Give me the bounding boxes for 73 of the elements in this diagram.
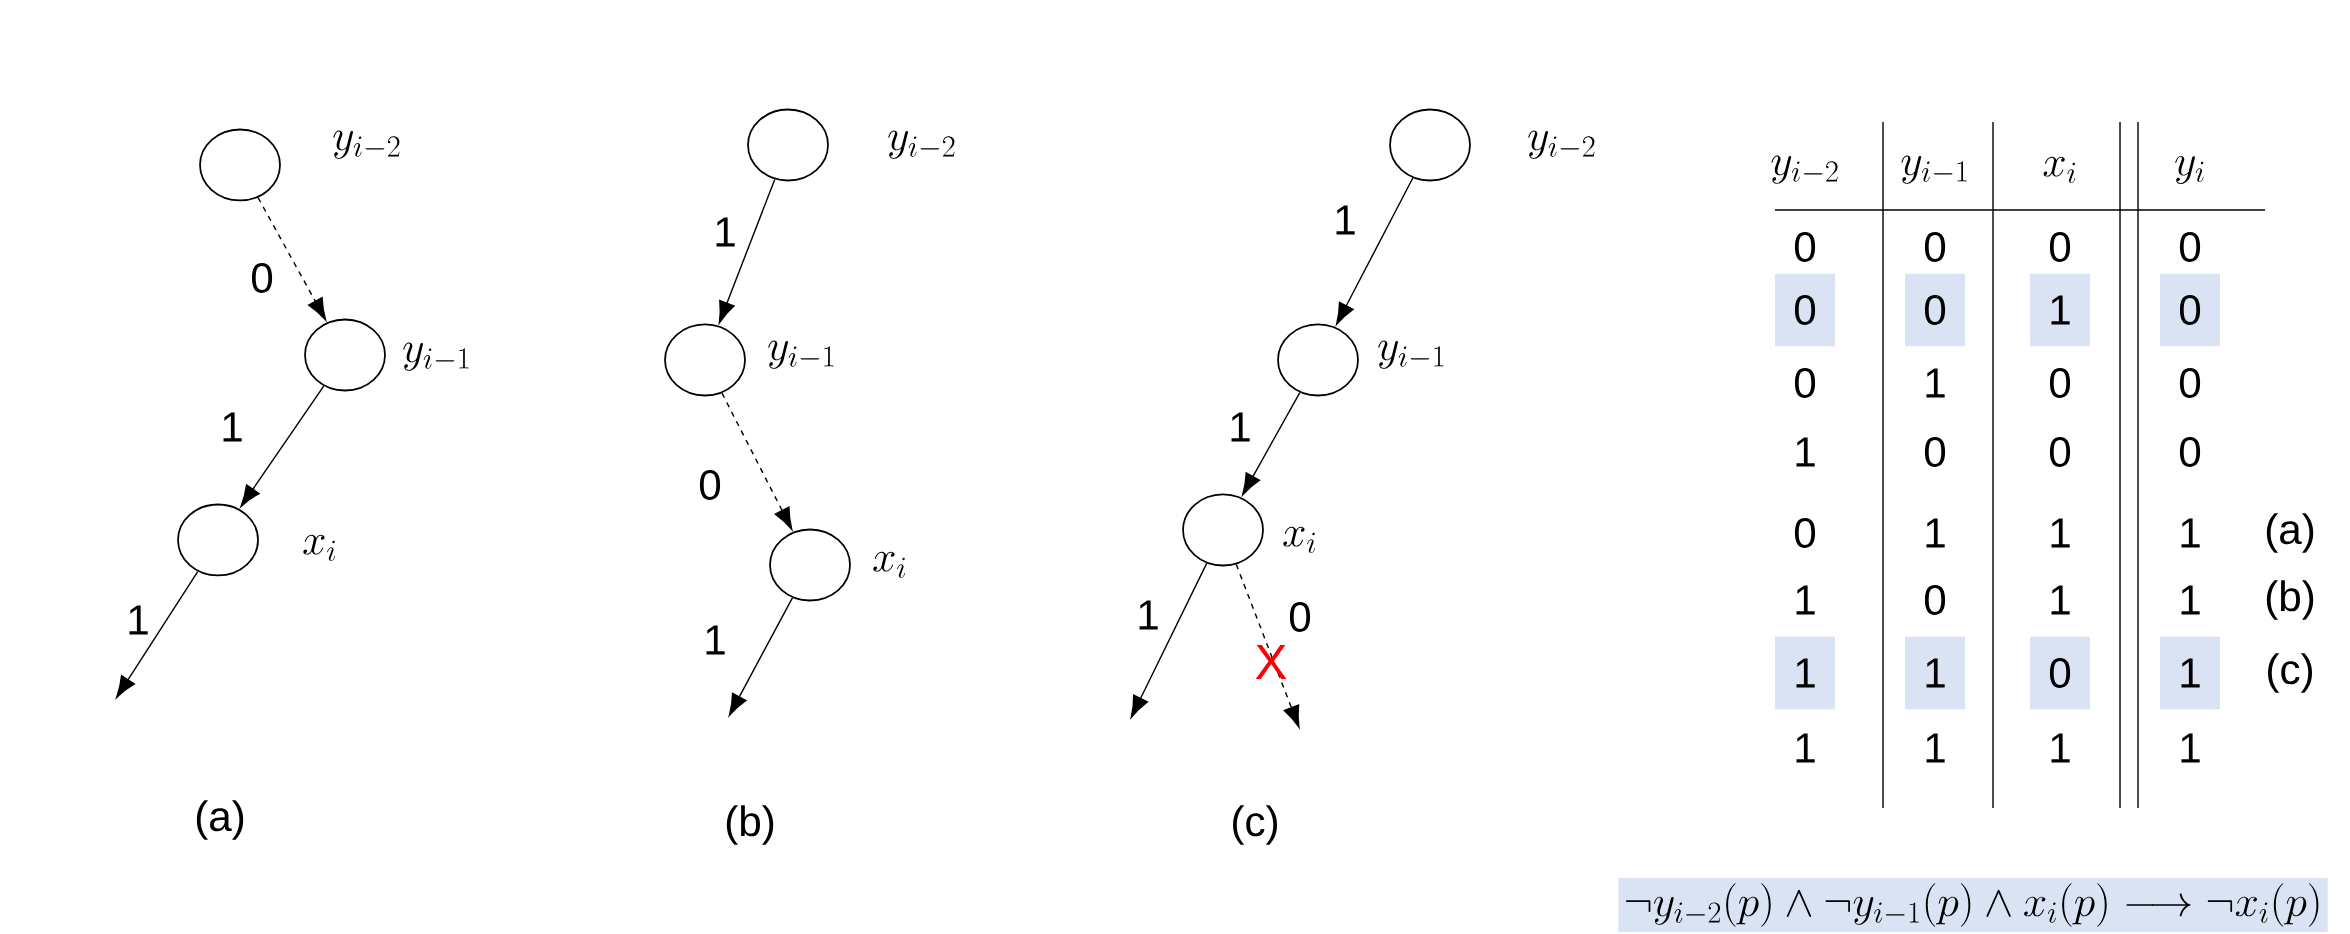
table-cell: 0 (1794, 518, 1816, 548)
table-cell: 0 (2179, 232, 2201, 262)
panel-label: (a) (196, 800, 244, 840)
edge-label: 0 (251, 263, 273, 293)
arrow (718, 178, 776, 324)
panel-label: 0 (1289, 602, 1311, 632)
panel-label: (c) (1233, 805, 1277, 845)
table-cell: 0 (2179, 437, 2201, 467)
table-cell: 1 (2051, 585, 2070, 615)
table-cell: 1 (1926, 518, 1945, 548)
table-cell: 0 (2030, 636, 2090, 710)
formula: $\neg y_{i-2}(p) \land \neg y_{i-1}(p) \land x_i(p) \longrightarrow \neg x_i(p)$ (1618, 877, 2328, 933)
edge-label: 1 (1231, 412, 1250, 442)
column-header: $x_i$ (2043, 156, 2076, 183)
arrow (115, 570, 199, 699)
table-cell: 0 (2049, 232, 2071, 262)
arrow (1235, 563, 1300, 728)
table-cell: 0 (1794, 368, 1816, 398)
arrow (721, 392, 793, 530)
arrow (1242, 391, 1301, 496)
table-cell: 1 (2181, 518, 2200, 548)
panel-label: (c) (2268, 653, 2312, 693)
node-label: $x_i$ (303, 534, 336, 561)
node-label: $y_{i-2}$ (888, 130, 955, 159)
table-cell: 0 (1775, 273, 1835, 347)
edge-label: 1 (706, 625, 725, 655)
edge-label: 1 (716, 217, 735, 247)
column-header: $y_{i-1}$ (1901, 155, 1967, 184)
table-cell: 1 (2181, 585, 2200, 615)
node-label: $y_{i-2}$ (333, 130, 400, 159)
table-cell: 1 (2051, 733, 2070, 763)
edge-label: 0 (699, 470, 721, 500)
edge-label: 1 (129, 605, 148, 635)
table-cell: 1 (2181, 733, 2200, 763)
table-cell: 0 (2179, 368, 2201, 398)
cross-mark: X (1255, 645, 1287, 679)
panel-label: (b) (2266, 580, 2314, 620)
table-cell: 0 (1924, 585, 1946, 615)
table-cell: 1 (1905, 636, 1965, 710)
table-cell: 1 (1926, 368, 1945, 398)
panel-label: (b) (726, 805, 774, 845)
table-cell: 0 (2049, 368, 2071, 398)
arrow (728, 597, 794, 717)
column-header: $y_{i-2}$ (1771, 155, 1838, 184)
column-header: $y_i$ (2175, 155, 2204, 185)
table-cell: 0 (1924, 437, 1946, 467)
arrow (1335, 177, 1414, 325)
table-cell: 1 (2030, 273, 2090, 347)
table-cell: 0 (2160, 273, 2220, 347)
table-cell: 1 (1796, 437, 1815, 467)
node-label: $x_i$ (873, 551, 906, 578)
edge-label: 1 (223, 412, 242, 442)
table-cell: 1 (1796, 585, 1815, 615)
table-cell: 0 (1905, 273, 1965, 347)
table-cell: 1 (1926, 733, 1945, 763)
table-cell: 1 (1775, 636, 1835, 710)
arrow (257, 196, 327, 321)
table-cell: 1 (2160, 636, 2220, 710)
arrow (240, 385, 325, 508)
node-label: $y_{i-2}$ (1528, 130, 1595, 159)
panel-label: (a) (2266, 513, 2314, 553)
node-label: $y_{i-1}$ (1378, 340, 1444, 369)
table-cell: 0 (2049, 437, 2071, 467)
table-cell: 1 (2051, 518, 2070, 548)
arrow (1130, 562, 1208, 718)
edge-label: 1 (1139, 600, 1158, 630)
node-label: $x_i$ (1283, 526, 1316, 553)
node-label: $y_{i-1}$ (768, 340, 834, 369)
table-cell: 0 (1924, 232, 1946, 262)
node-label: $y_{i-1}$ (403, 342, 469, 371)
table-cell: 1 (1796, 733, 1815, 763)
table-cell: 0 (1794, 232, 1816, 262)
edge-label: 1 (1336, 205, 1355, 235)
